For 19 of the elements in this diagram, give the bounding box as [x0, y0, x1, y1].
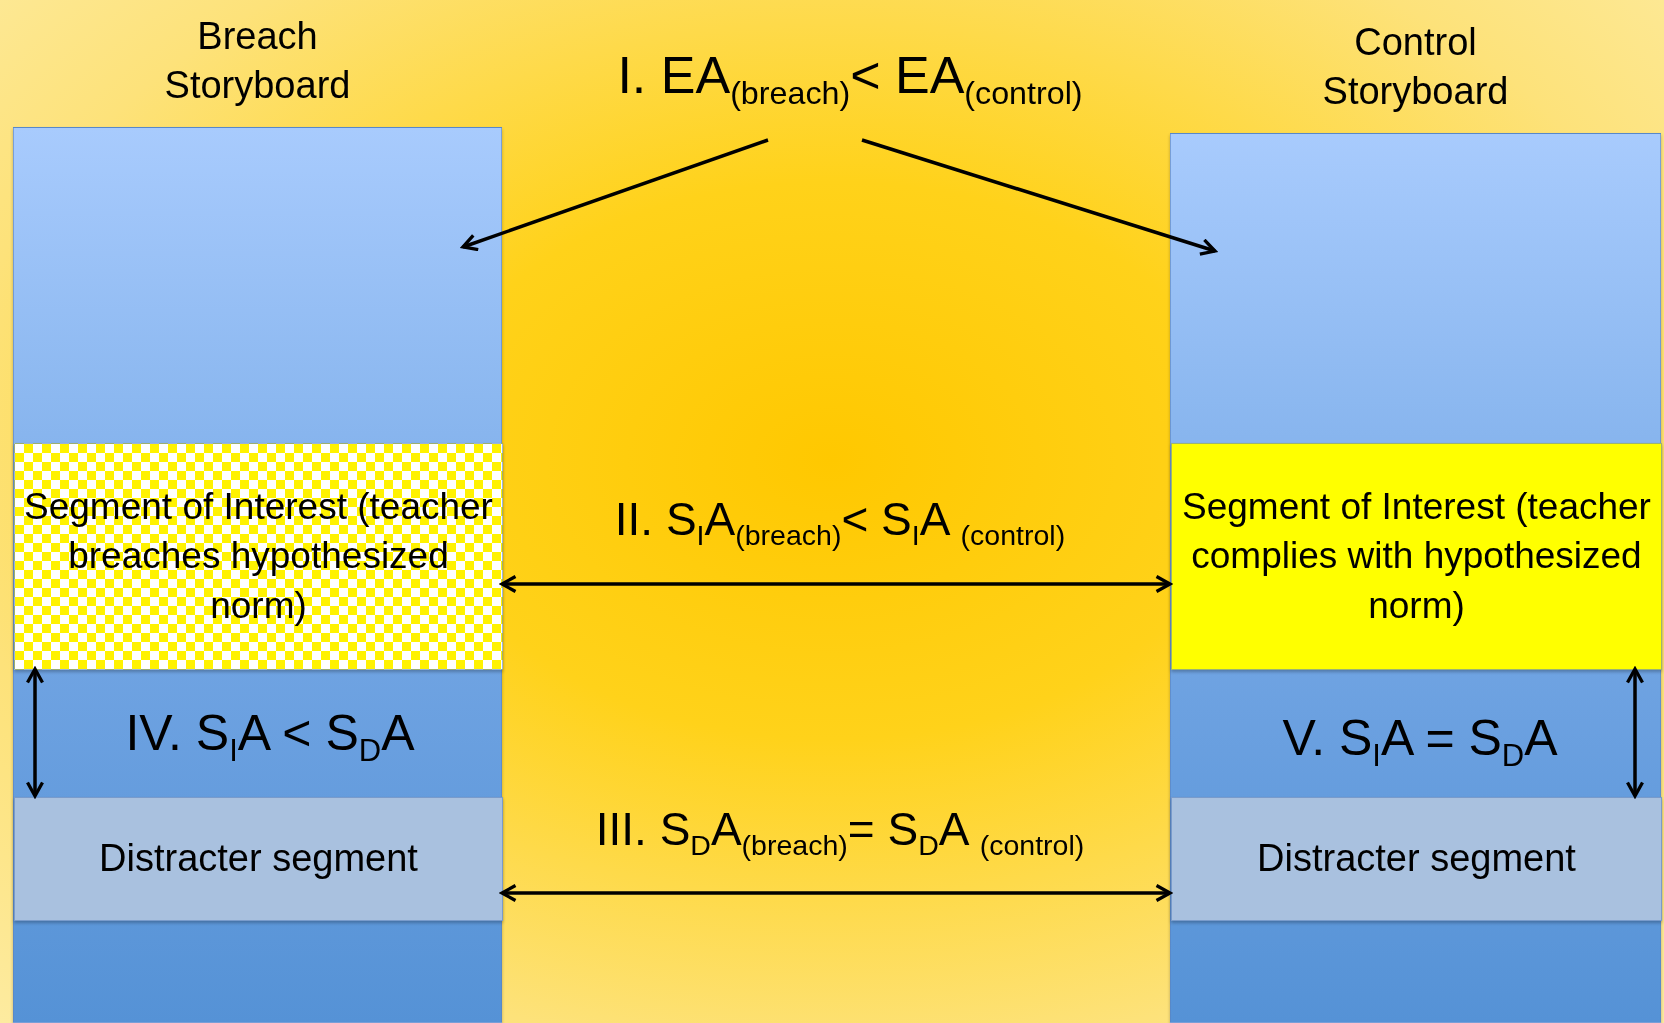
segment-label: Distracter segment [98, 836, 419, 882]
column-heading: Breach Storyboard [163, 13, 352, 108]
segment-box [1171, 443, 1662, 670]
comparison-heading: I. EA$_{(breach)}$< EA$_{(control)}$ [616, 45, 1084, 114]
arrow [461, 138, 769, 252]
segment-label: Segment of Interest (teacher complies with hypothesized norm) [1181, 484, 1652, 629]
comparison-label: IV. S$_{I}$A < S$_{D}$A [124, 704, 416, 769]
edge-label: III. S$_{D}$A$_{(breach)}$= S$_{D}$A $_{(control)}$ [594, 802, 1086, 862]
arrow [25, 667, 45, 798]
segment-box [1171, 797, 1662, 921]
column-heading: Control Storyboard [1321, 19, 1510, 114]
edge-label: II. S$_{I}$A$_{(breach)}$< S$_{I}$A $_{(control)}$ [613, 492, 1067, 552]
segment-box [14, 797, 503, 921]
comparison-label: V. S$_{I}$A = S$_{D}$A [1281, 709, 1559, 774]
segment-label: Distracter segment [1256, 836, 1577, 882]
arrow [500, 574, 1172, 594]
arrow [500, 883, 1172, 903]
arrow [1625, 667, 1645, 798]
arrow [861, 138, 1217, 256]
